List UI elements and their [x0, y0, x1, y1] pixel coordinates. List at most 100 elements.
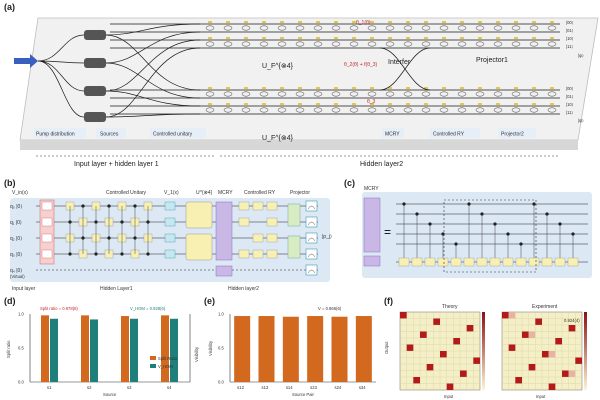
matrix-peak: [542, 351, 549, 358]
mzi-coupler: [277, 91, 287, 97]
mzi-coupler: [439, 107, 449, 113]
ry-gate: [238, 249, 250, 259]
v1-gate: [164, 249, 176, 259]
stage-label-bg: [382, 128, 404, 138]
tick-label: s3: [127, 385, 132, 390]
ry-gate: [398, 257, 410, 267]
qubit-label: q₀ |0⟩: [10, 204, 22, 210]
ry-gate: [528, 257, 540, 267]
phase-heater: [370, 37, 374, 39]
v1-gate: [164, 201, 176, 211]
ry-gate: [238, 201, 250, 211]
colorbar: [482, 312, 485, 390]
mzi-coupler: [511, 25, 521, 31]
mzi-coupler: [421, 25, 431, 31]
chip-top-surface: [19, 17, 599, 141]
ry-gate: [252, 249, 264, 259]
y-tick: 1.0: [18, 312, 24, 317]
mzi-coupler: [493, 25, 503, 31]
mzi-coupler: [403, 25, 413, 31]
phase-heater: [208, 37, 212, 39]
experiment-title: Experiment: [532, 304, 558, 310]
pump-waveguide: [37, 60, 85, 64]
bar: [41, 315, 49, 382]
phase-heater: [352, 103, 356, 105]
mzi-coupler: [205, 41, 215, 47]
phase-heater: [550, 37, 554, 39]
mzi-coupler: [295, 41, 305, 47]
phase-heater: [226, 103, 230, 105]
phase-heater: [424, 37, 428, 39]
ry-gate: [541, 257, 553, 267]
phase-heater: [298, 87, 302, 89]
matrix-peak: [413, 377, 420, 384]
matrix-peak: [575, 357, 582, 364]
phase-heater: [298, 21, 302, 23]
matrix-comparison: Theory Experiment Output Input Input 0.9…: [384, 304, 587, 399]
decomposition-circuit: [396, 202, 588, 267]
ry-gate: [476, 257, 488, 267]
phase-heater: [352, 21, 356, 23]
stage-label-bg: [34, 128, 86, 138]
psi-label: |ψ⟩: [578, 53, 584, 58]
bar: [307, 316, 324, 382]
matrix-noise: [548, 351, 556, 358]
phase-heater: [334, 21, 338, 23]
bottom-label: Input layer: [12, 286, 36, 292]
matrix-cell: [473, 383, 481, 391]
mzi-coupler: [547, 91, 557, 97]
mzi-coupler: [547, 41, 557, 47]
legend-swatch: [150, 364, 156, 368]
phase-heater: [442, 87, 446, 89]
mzi-coupler: [295, 91, 305, 97]
matrix-peak: [406, 344, 414, 351]
phase-heater: [244, 103, 248, 105]
tick-label: s13: [262, 385, 269, 390]
mzi-coupler: [259, 25, 269, 31]
layer1-label: Input layer + hidden layer 1: [74, 161, 159, 168]
mzi-coupler: [511, 91, 521, 97]
legend-label: Split Ratio: [158, 356, 178, 361]
ry-gate: [266, 201, 278, 211]
waveguide: [105, 62, 201, 99]
output-label: |p_j⟩: [322, 234, 332, 240]
theta2-label: θ_2(θ) + f(θ_3): [344, 62, 378, 68]
legend-swatch: [150, 356, 156, 360]
pump-arrow: [14, 54, 38, 68]
encoding-gate: [41, 249, 53, 259]
panel-f-label: (f): [384, 296, 393, 306]
mzi-coupler: [205, 91, 215, 97]
tick-label: s24: [335, 385, 342, 390]
bar: [130, 318, 138, 382]
phase-heater: [496, 37, 500, 39]
mzi-coupler: [331, 25, 341, 31]
mzi-coupler: [367, 91, 377, 97]
bar: [234, 316, 251, 382]
phase-heater: [280, 21, 284, 23]
qubit-label: q₃ |0⟩: [10, 252, 22, 258]
stage-labels: Pump distribution Sources Controlled uni…: [34, 128, 536, 138]
quantum-circuit: V_in(x) Controlled Unitary V_1(x) U^{⊗4}…: [10, 190, 332, 292]
phase-heater: [496, 21, 500, 23]
output-ket: |11⟩: [566, 44, 573, 49]
phase-heater: [244, 37, 248, 39]
qubit-label: q₄ |0⟩: [10, 268, 22, 274]
mzi-coupler: [241, 91, 251, 97]
mzi-coupler: [475, 107, 485, 113]
phase-heater: [532, 21, 536, 23]
mzi-coupler: [295, 25, 305, 31]
mzi-coupler: [331, 107, 341, 113]
outputs-bottom: |00⟩ |01⟩ |10⟩ |11⟩ |ψ⟩: [566, 86, 584, 123]
phase-heater: [334, 103, 338, 105]
stage-label: Controlled RY: [433, 132, 465, 138]
mzi-coupler: [421, 41, 431, 47]
mzi-coupler: [259, 107, 269, 113]
y-label-left: Output: [384, 341, 389, 354]
projector-block: [287, 203, 301, 227]
phase-heater: [262, 37, 266, 39]
matrix-noise: [568, 370, 576, 377]
phase-heater: [550, 87, 554, 89]
mzi-coupler: [493, 91, 503, 97]
phase-heater: [514, 103, 518, 105]
